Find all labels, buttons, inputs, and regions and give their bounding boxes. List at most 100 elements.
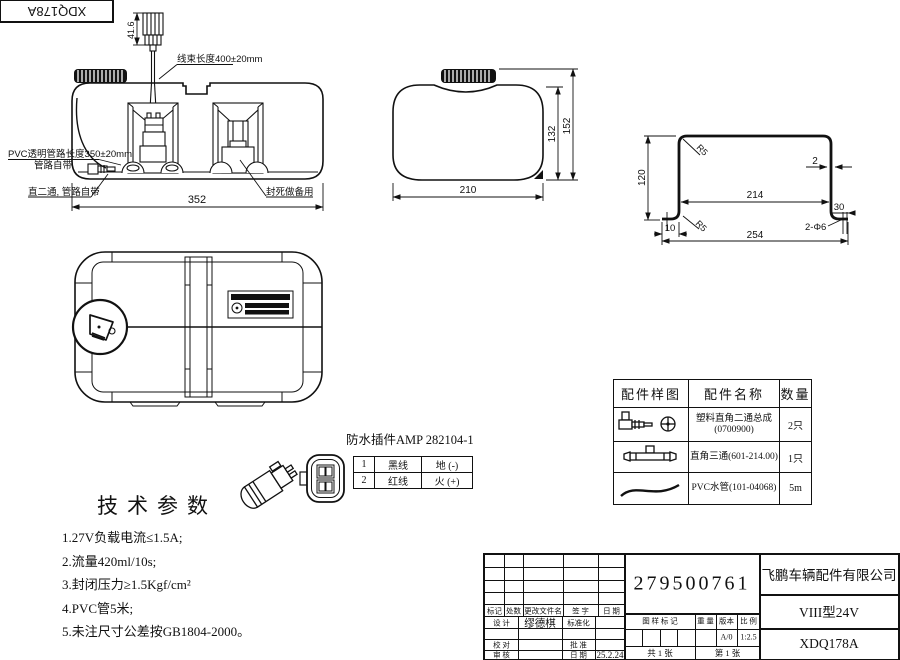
title-block: 标记 处数 更改文件名 签 字 日 期 设 计 缪德棋 标准化 校 对 批 准 …: [483, 553, 900, 660]
svg-text:R5: R5: [695, 142, 710, 157]
wire-table: 1 黑线 地 (-) 2 红线 火 (+): [353, 456, 473, 489]
svg-text:41.6: 41.6: [126, 21, 136, 39]
svg-text:120: 120: [637, 169, 648, 186]
svg-text:152: 152: [562, 117, 573, 134]
dim-120: 120: [637, 135, 676, 221]
wire-function: 地 (-): [421, 456, 473, 473]
tb-scale-value: 1:2.5: [740, 632, 757, 642]
tech-param-item: 3.封闭压力≥1.5Kgf/cm²: [62, 577, 191, 592]
tech-param-item: 2.流量420ml/10s;: [62, 553, 157, 569]
label-sealed-spare: 封死做备用: [266, 186, 314, 198]
spare-pump-port: [209, 102, 269, 174]
front-view: 41.6: [8, 12, 324, 211]
cap-circle: [71, 298, 129, 356]
tb-version-label: 版本: [719, 616, 734, 626]
pvc-pipe-curve: [75, 97, 107, 169]
bracket-view: 120 R5 R5 2 214 30 10: [637, 134, 856, 245]
center-band: [184, 256, 213, 398]
side-view: 210 132 152: [392, 68, 578, 201]
tb-sheet-total: 共 1 张: [647, 648, 673, 658]
tb-designer-name: 缪德棋: [524, 618, 556, 630]
dim-132: 132: [546, 86, 563, 181]
parts-header-name: 配件名称: [688, 379, 780, 408]
corner-stamp: XDQ178A: [0, 0, 114, 23]
tech-param-item: 5.未注尺寸公差按GB1804-2000。: [62, 624, 251, 639]
tb-sheet-num: 第 1 张: [714, 648, 741, 658]
tech-params-title: 技术参数: [97, 494, 217, 518]
tech-param-item: 4.PVC管5米;: [62, 600, 134, 616]
tech-param-item: 1.27V负载电流≤1.5A;: [62, 530, 183, 545]
tb-mark-label: 图 样 标 记: [642, 616, 678, 626]
tb-row-audit: 审 核: [493, 650, 510, 660]
svg-text:2: 2: [812, 156, 818, 167]
tb-row-standardization: 标准化: [567, 618, 590, 628]
dim-210: 210: [392, 183, 544, 201]
dim-r5-top: R5: [682, 138, 710, 158]
tb-date-value: 25.2.24: [596, 650, 624, 660]
tb-col-file: 更改文件名: [524, 606, 562, 616]
wire-row-1: 1 黑线 地 (-): [353, 456, 473, 473]
tb-col-count: 处数: [506, 606, 521, 616]
wire-no: 2: [353, 472, 375, 489]
dim-2-phi6: 2-Φ6: [805, 218, 844, 233]
dim-thickness-2: 2: [806, 156, 852, 170]
svg-text:10: 10: [665, 223, 676, 234]
parts-header-qty: 数量: [779, 379, 812, 408]
parts-qty-cell: 2只: [779, 407, 812, 442]
corner-drawing-number: XDQ178A: [27, 4, 86, 19]
wire-no: 1: [353, 456, 375, 473]
parts-table: 配件样图 配件名称 数量 塑料直角二通总成 (0700900): [613, 379, 812, 505]
dim-10: 10: [654, 222, 687, 245]
dim-214: 214: [680, 190, 830, 205]
filler-cap-side: [441, 69, 496, 83]
wire-function: 火 (+): [421, 472, 473, 489]
filler-cap-front: [74, 69, 127, 83]
dim-41-6: 41.6: [126, 12, 145, 46]
dim-254: 254: [661, 222, 849, 245]
svg-text:R5: R5: [694, 218, 709, 233]
tb-part-number: 279500761: [633, 572, 751, 595]
tb-col-date: 日 期: [603, 606, 620, 616]
parts-header-row: 配件样图 配件名称 数量: [613, 379, 812, 408]
label-pvc-pipe-1: PVC透明管路长度350±20mm: [8, 148, 132, 160]
label-harness-length: 线束长度400±20mm: [177, 53, 263, 65]
parts-qty-cell: 1只: [779, 441, 812, 473]
tb-row-approve: 批 准: [570, 640, 587, 650]
elbow-fitting-icon: [613, 407, 689, 442]
parts-name-cell: PVC水管(101-04068): [688, 472, 780, 505]
tb-col-mark: 标记: [487, 606, 502, 616]
svg-text:2-Φ6: 2-Φ6: [805, 222, 826, 233]
wire-color: 红线: [374, 472, 422, 489]
tb-drawing-number: XDQ178A: [799, 636, 859, 651]
tb-model: VIII型24V: [799, 605, 859, 620]
amp-connector-face: [299, 454, 345, 503]
washer-symbol: [89, 314, 116, 341]
harness-connector-drawing: [142, 12, 164, 52]
tb-company-name: 飞鹏车辆配件有限公司: [761, 568, 897, 583]
front-view-labels: 线束长度400±20mm PVC透明管路长度350±20mm 管路自带 直二通,…: [8, 53, 314, 198]
tech-params-section: 技术参数 1.27V负载电流≤1.5A; 2.流量420ml/10s; 3.封闭…: [55, 490, 355, 644]
amp-connector-iso: [240, 460, 298, 509]
tb-scale-label: 比 例: [740, 616, 757, 626]
product-label-sticker: [227, 290, 294, 319]
pump-assembly: [121, 102, 184, 174]
label-straight-fitting: 直二通, 管路自带: [28, 186, 100, 198]
parts-header-sample: 配件样图: [613, 379, 689, 408]
wire-row-2: 2 红线 火 (+): [353, 472, 473, 489]
tb-weight-label: 重 量: [697, 616, 714, 626]
svg-text:30: 30: [834, 202, 845, 213]
tee-fitting-icon: [613, 441, 689, 473]
pvc-hose-icon: [613, 472, 689, 505]
tb-row-date: 日 期: [570, 650, 587, 660]
tb-version-value: A/0: [720, 632, 733, 642]
svg-text:132: 132: [547, 125, 558, 142]
svg-text:214: 214: [747, 190, 764, 201]
top-view: [71, 251, 323, 407]
wire-color: 黑线: [374, 456, 422, 473]
label-pvc-pipe-2: 管路自带: [34, 160, 73, 172]
tb-col-sign: 签 字: [572, 606, 589, 616]
parts-qty-cell: 5m: [779, 472, 812, 505]
parts-row-elbow: 塑料直角二通总成 (0700900) 2只: [613, 407, 812, 442]
